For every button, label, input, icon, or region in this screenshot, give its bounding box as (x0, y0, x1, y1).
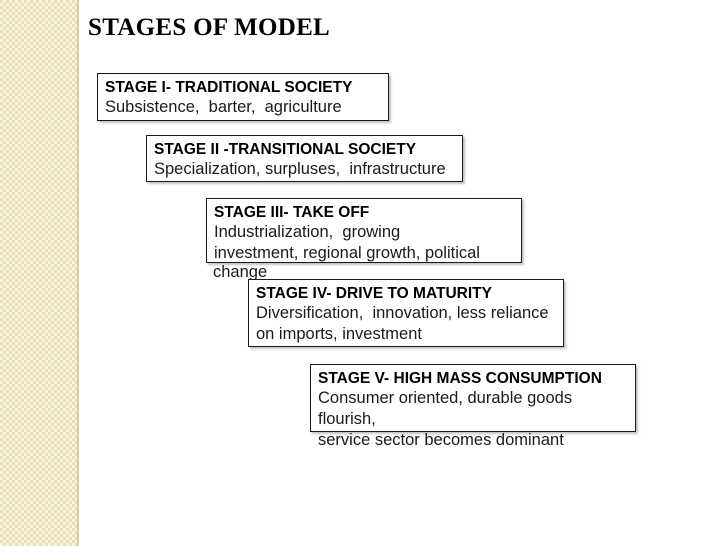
stage-3-body: Industrialization, growing investment, r… (214, 223, 480, 262)
stage-3-overflow-text: change (213, 263, 268, 281)
stage-box-3: STAGE III- TAKE OFF Industrialization, g… (206, 198, 522, 263)
page-title: STAGES OF MODEL (88, 14, 331, 41)
stage-3-heading: STAGE III- TAKE OFF (214, 204, 370, 221)
stage-1-body: Subsistence, barter, agriculture (105, 98, 342, 116)
decorative-left-band-edge (77, 0, 79, 546)
stage-5-body: Consumer oriented, durable goods flouris… (318, 389, 573, 449)
stage-box-4: STAGE IV- DRIVE TO MATURITY Diversificat… (248, 279, 564, 347)
stage-4-heading: STAGE IV- DRIVE TO MATURITY (256, 285, 492, 302)
stage-box-2: STAGE II -TRANSITIONAL SOCIETY Specializ… (146, 135, 463, 182)
stage-box-5: STAGE V- HIGH MASS CONSUMPTION Consumer … (310, 364, 636, 449)
stage-1-heading: STAGE I- TRADITIONAL SOCIETY (105, 79, 353, 96)
decorative-left-band (0, 0, 77, 546)
stage-2-body: Specialization, surpluses, infrastructur… (154, 160, 446, 178)
stage-5-heading: STAGE V- HIGH MASS CONSUMPTION (318, 370, 602, 387)
stage-2-heading: STAGE II -TRANSITIONAL SOCIETY (154, 141, 417, 158)
stage-4-body: Diversification, innovation, less relian… (256, 304, 549, 343)
stage-box-1: STAGE I- TRADITIONAL SOCIETY Subsistence… (97, 73, 389, 121)
